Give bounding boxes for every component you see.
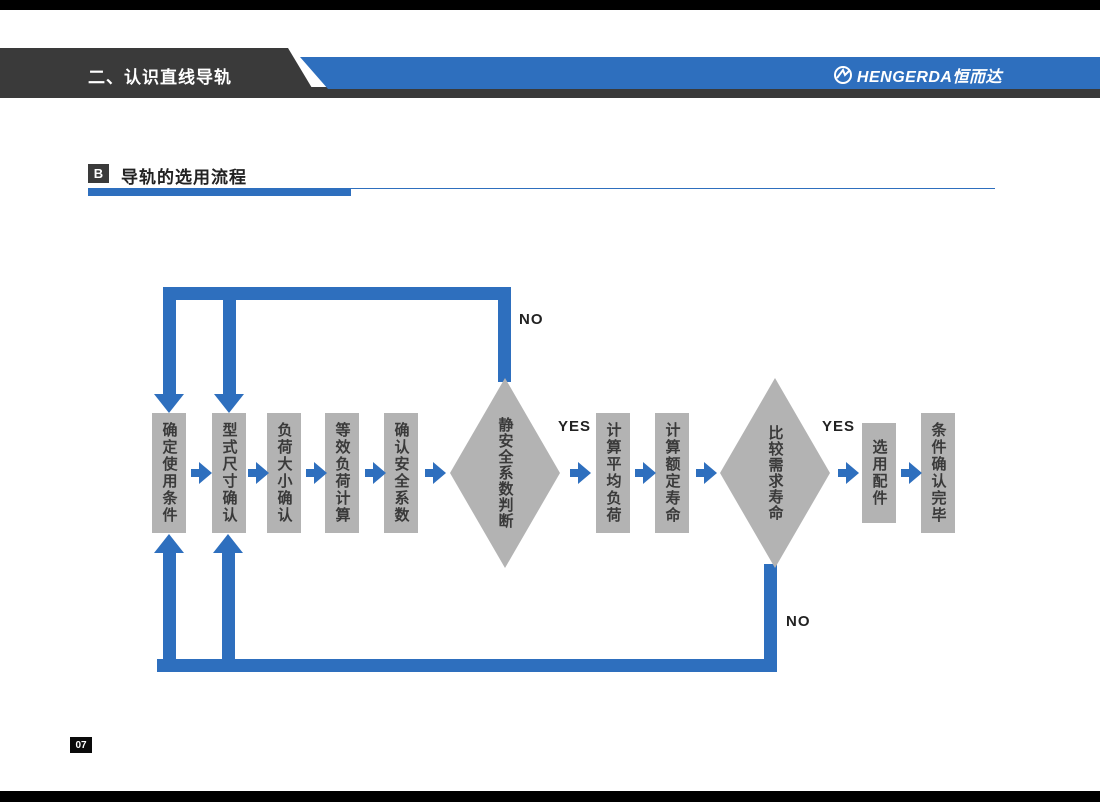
section-badge: B [88, 164, 109, 183]
flow-step-select-accessories: 选用配件 [862, 423, 896, 523]
flow-decision-label: 静安全系数判断 [496, 417, 514, 529]
yes-label-1: YES [558, 418, 592, 435]
flow-step-calc-rated-life: 计算额定寿命 [655, 413, 689, 533]
no-bottom-rise-line-1 [163, 552, 176, 662]
heading-rule-thick [88, 188, 351, 196]
flow-step-type-size-confirm: 型式尺寸确认 [212, 413, 246, 533]
connector-arrow-icon [306, 462, 327, 484]
page-section-title: 二、认识直线导轨 [88, 68, 232, 87]
flow-step-label: 确定使用条件 [160, 422, 178, 524]
page-number: 07 [70, 737, 92, 753]
no-top-riser-from-diamond [498, 287, 511, 382]
section-heading: B 导轨的选用流程 [88, 160, 998, 200]
flow-step-label: 计算额定寿命 [663, 422, 681, 524]
connector-arrow-icon [191, 462, 212, 484]
flow-step-label: 确认安全系数 [392, 422, 410, 524]
no-bottom-drop-from-diamond [764, 564, 777, 672]
flow-decision-static-safety-factor: 静安全系数判断 [450, 378, 560, 568]
connector-arrow-icon [365, 462, 386, 484]
flow-step-calc-average-load: 计算平均负荷 [596, 413, 630, 533]
top-black-bar [0, 0, 1100, 10]
no-bottom-horizontal-line [157, 659, 777, 672]
brand-logo-icon [833, 66, 852, 84]
flow-decision-compare-required-life: 比较需求寿命 [720, 378, 830, 568]
connector-arrow-icon [635, 462, 656, 484]
flow-step-confirm-safety-factor: 确认安全系数 [384, 413, 418, 533]
flow-step-load-size-confirm: 负荷大小确认 [267, 413, 301, 533]
bottom-black-bar [0, 791, 1100, 802]
flow-step-label: 条件确认完毕 [929, 422, 947, 524]
arrowhead-down-icon [214, 394, 244, 413]
flow-decision-label: 比较需求寿命 [766, 425, 784, 521]
no-top-label: NO [519, 311, 544, 328]
flow-step-equivalent-load-calc: 等效负荷计算 [325, 413, 359, 533]
connector-arrow-icon [696, 462, 717, 484]
no-top-drop-line-1 [163, 287, 176, 395]
brand-logo: HENGERDA恒而达 [833, 63, 1002, 87]
flow-step-label: 等效负荷计算 [333, 422, 351, 524]
no-top-horizontal-line [163, 287, 511, 300]
section-title: 导轨的选用流程 [121, 168, 247, 187]
arrowhead-down-icon [154, 394, 184, 413]
flow-step-label: 选用配件 [870, 439, 888, 507]
no-top-drop-line-2 [223, 287, 236, 395]
flow-step-label: 计算平均负荷 [604, 422, 622, 524]
connector-arrow-icon [425, 462, 446, 484]
connector-arrow-icon [248, 462, 269, 484]
no-bottom-label: NO [786, 613, 811, 630]
arrowhead-up-icon [213, 534, 243, 553]
connector-arrow-icon [901, 462, 922, 484]
flow-step-label: 负荷大小确认 [275, 422, 293, 524]
header-dark-strip [0, 87, 1100, 98]
page-header: HENGERDA恒而达 二、认识直线导轨 [0, 48, 1100, 98]
arrowhead-up-icon [154, 534, 184, 553]
heading-rule-thin [88, 188, 995, 189]
flow-step-conditions-confirmed: 条件确认完毕 [921, 413, 955, 533]
header-blue-banner: HENGERDA恒而达 [300, 57, 1100, 89]
yes-label-2: YES [822, 418, 856, 435]
brand-text: HENGERDA恒而达 [856, 69, 1002, 86]
connector-arrow-icon [570, 462, 591, 484]
flow-step-determine-use-conditions: 确定使用条件 [152, 413, 186, 533]
no-bottom-rise-line-2 [222, 552, 235, 662]
header-title-block [0, 48, 318, 98]
connector-arrow-icon [838, 462, 859, 484]
flow-step-label: 型式尺寸确认 [220, 422, 238, 524]
